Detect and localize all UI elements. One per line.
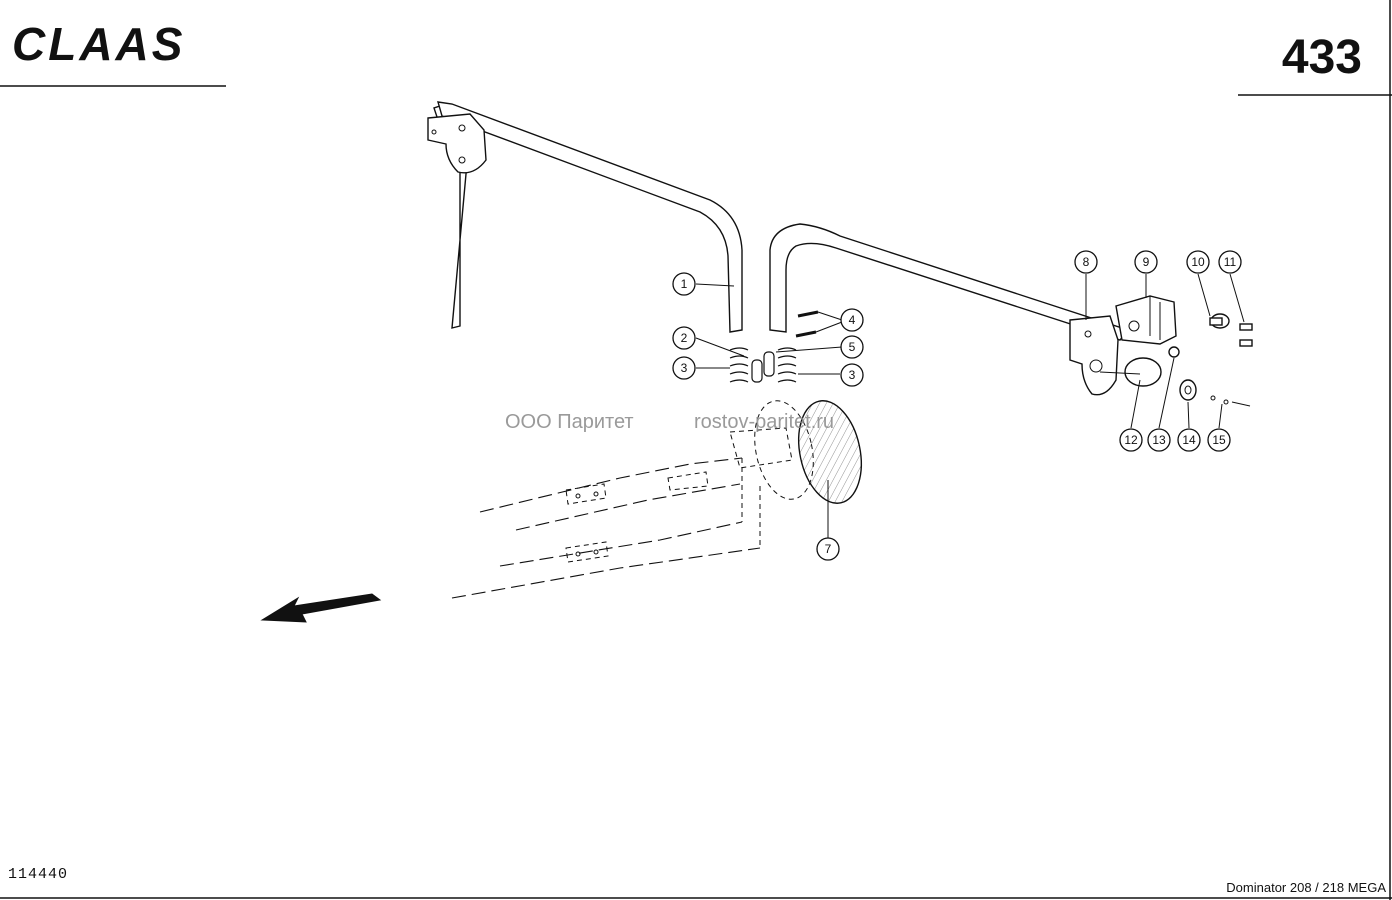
direction-arrow-icon xyxy=(260,593,382,623)
callout-3-right: 3 xyxy=(840,363,864,387)
watermark-company: ООО Паритет xyxy=(505,411,634,433)
callout-7: 7 xyxy=(816,537,840,561)
callout-13: 13 xyxy=(1147,428,1171,452)
svg-text:2: 2 xyxy=(681,331,688,345)
callout-12: 12 xyxy=(1119,428,1143,452)
svg-text:10: 10 xyxy=(1191,255,1205,269)
svg-text:13: 13 xyxy=(1152,433,1166,447)
svg-text:5: 5 xyxy=(849,340,856,354)
model-label: Dominator 208 / 218 MEGA xyxy=(1226,880,1386,895)
callout-14: 14 xyxy=(1177,428,1201,452)
springs xyxy=(729,310,819,383)
mirror xyxy=(729,400,862,504)
machine-outline xyxy=(451,457,761,599)
callout-15: 15 xyxy=(1207,428,1231,452)
claas-logo: CLAAS xyxy=(12,18,185,70)
svg-text:12: 12 xyxy=(1124,433,1138,447)
callout-2: 2 xyxy=(672,326,696,350)
svg-text:3: 3 xyxy=(681,361,688,375)
callout-8: 8 xyxy=(1074,250,1098,274)
mirror-clamp-assembly xyxy=(1099,295,1253,407)
svg-text:7: 7 xyxy=(825,542,832,556)
drawing-number: 114440 xyxy=(8,866,68,883)
svg-text:4: 4 xyxy=(849,313,856,327)
left-guard-tube xyxy=(427,101,743,333)
watermark-site: rostov-paritet.ru xyxy=(694,411,834,433)
page-number: 433 xyxy=(1282,31,1362,84)
right-guard-tube xyxy=(769,223,1130,396)
svg-text:1: 1 xyxy=(681,277,688,291)
svg-text:3: 3 xyxy=(849,368,856,382)
callout-4: 4 xyxy=(840,308,864,332)
callout-11: 11 xyxy=(1218,250,1242,274)
svg-text:8: 8 xyxy=(1083,255,1090,269)
svg-text:14: 14 xyxy=(1182,433,1196,447)
callout-5: 5 xyxy=(840,335,864,359)
callout-3-left: 3 xyxy=(672,356,696,380)
svg-text:15: 15 xyxy=(1212,433,1226,447)
leader-lines xyxy=(695,273,1245,538)
callout-10: 10 xyxy=(1186,250,1210,274)
callout-9: 9 xyxy=(1134,250,1158,274)
svg-text:11: 11 xyxy=(1224,255,1237,269)
callout-1: 1 xyxy=(672,272,696,296)
svg-text:9: 9 xyxy=(1143,255,1150,269)
